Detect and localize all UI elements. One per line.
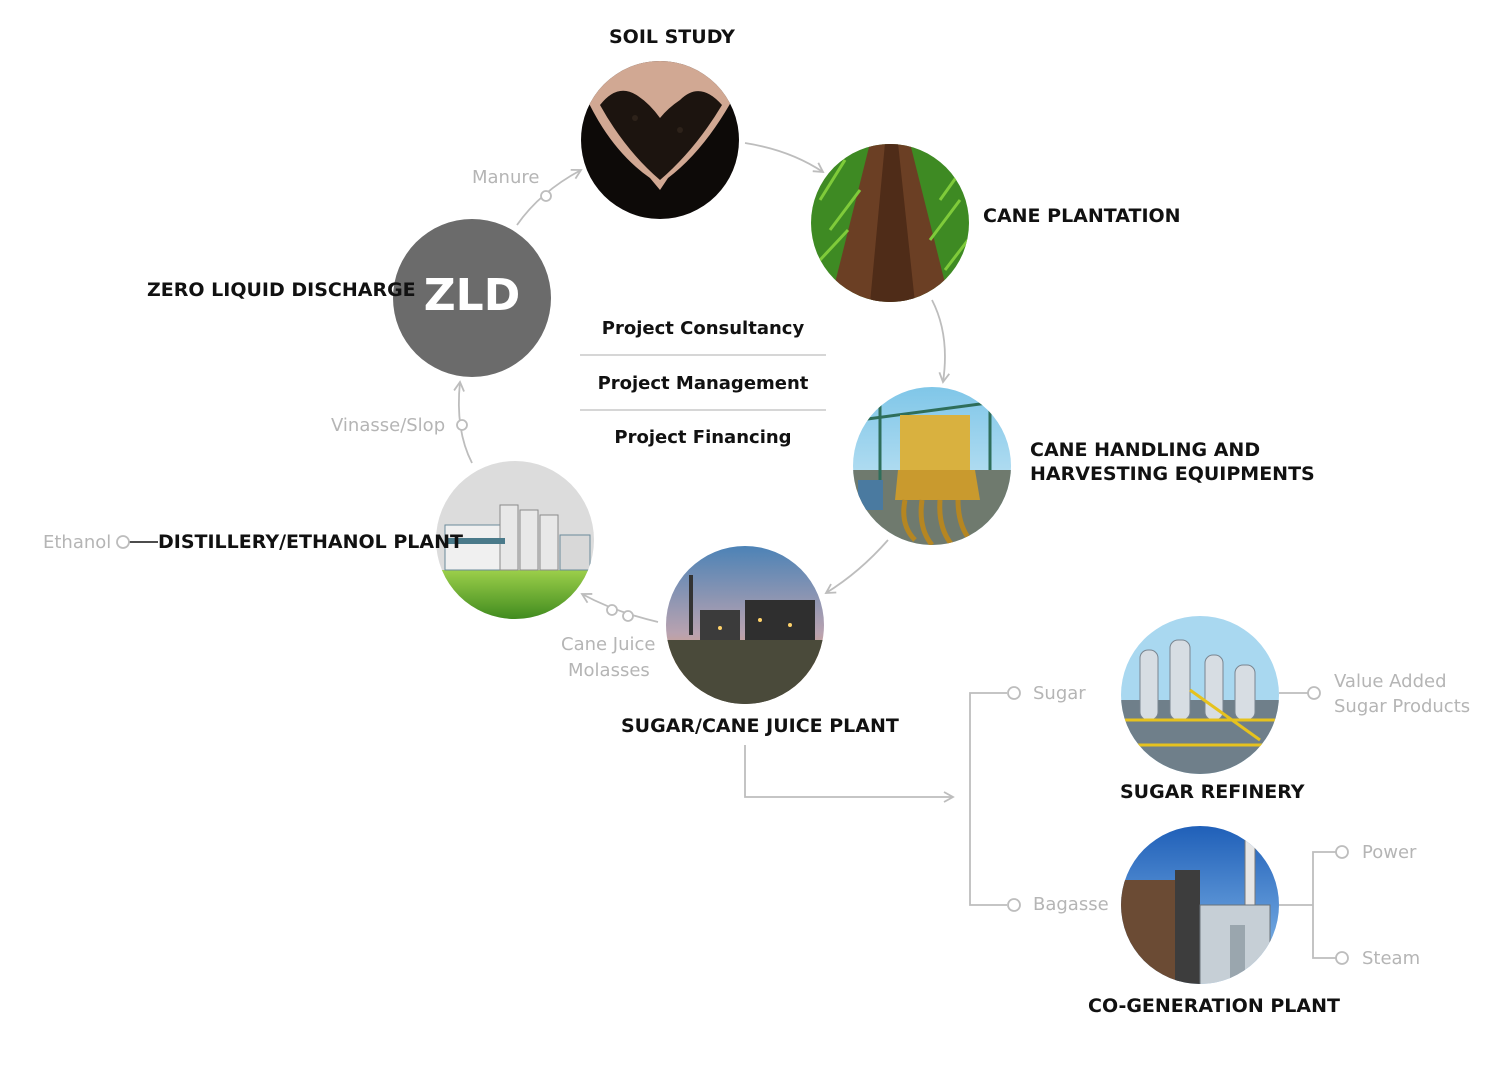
steam-label: Steam xyxy=(1362,948,1421,969)
ethanol-label: Ethanol xyxy=(43,532,112,553)
cane-handling-image xyxy=(853,387,1011,545)
cogeneration-image xyxy=(1121,826,1279,984)
value-added-label-line1: Value Added xyxy=(1334,671,1447,692)
cogeneration-label: CO-GENERATION PLANT xyxy=(1088,995,1340,1017)
soil-study-label: SOIL STUDY xyxy=(609,26,735,48)
service-consultancy: Project Consultancy xyxy=(601,318,805,339)
ethanol-connector xyxy=(116,535,158,549)
soil-study-image xyxy=(581,61,739,219)
sugar-flow-label: Sugar xyxy=(1033,683,1086,704)
vinasse-label: Vinasse/Slop xyxy=(331,415,446,436)
value-added-label-line2: Sugar Products xyxy=(1334,696,1471,717)
distillery-label: DISTILLERY/ETHANOL PLANT xyxy=(158,531,463,553)
sugar-plant-image xyxy=(666,546,824,704)
zld-badge: ZLD xyxy=(423,270,521,321)
cane-plantation-image xyxy=(811,144,969,302)
cycle-arrows xyxy=(453,142,950,623)
zld-label: ZERO LIQUID DISCHARGE xyxy=(147,279,416,301)
service-management: Project Management xyxy=(597,373,809,394)
bagasse-label: Bagasse xyxy=(1033,894,1109,915)
manure-label: Manure xyxy=(472,167,540,188)
power-label: Power xyxy=(1362,842,1417,863)
cane-plantation-label: CANE PLANTATION xyxy=(983,205,1181,227)
products-connector xyxy=(744,686,1349,965)
zld-circle xyxy=(393,219,551,377)
sugar-refinery-label: SUGAR REFINERY xyxy=(1120,781,1305,803)
sugar-refinery-image xyxy=(1121,616,1279,774)
cane-juice-label: Cane Juice xyxy=(561,634,656,655)
service-financing: Project Financing xyxy=(614,427,792,448)
molasses-label: Molasses xyxy=(568,660,650,681)
cane-handling-label-line1: CANE HANDLING AND xyxy=(1030,439,1261,461)
sugar-plant-label: SUGAR/CANE JUICE PLANT xyxy=(621,715,899,737)
cane-handling-label-line2: HARVESTING EQUIPMENTS xyxy=(1030,463,1315,485)
